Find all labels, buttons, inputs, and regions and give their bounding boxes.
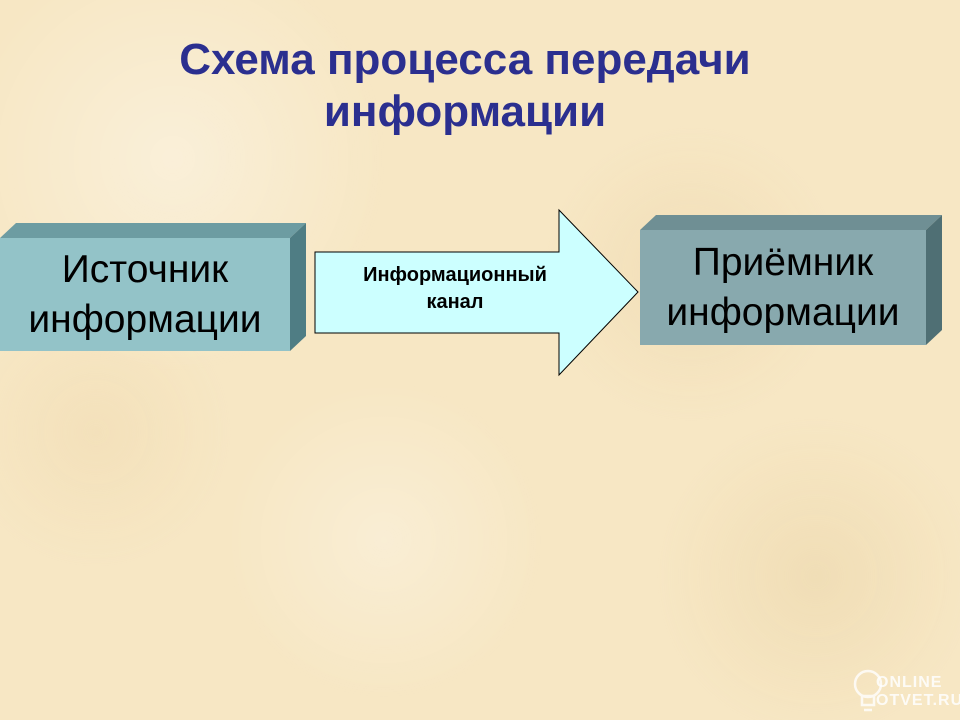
source-label: Источник информации xyxy=(0,238,290,351)
source-box-front-face xyxy=(0,238,290,351)
channel-arrow xyxy=(314,208,639,377)
source-label-line-2: информации xyxy=(28,297,262,341)
source-box-top-face xyxy=(0,223,306,238)
slide-title-line-2: информации xyxy=(323,87,607,136)
slide-title-line-1: Схема процесса передачи xyxy=(179,35,751,84)
source-box-side-face xyxy=(290,223,306,351)
receiver-label-line-2: информации xyxy=(666,290,900,334)
receiver-box-top-face xyxy=(640,215,942,230)
receiver-box xyxy=(640,215,942,345)
lightbulb-icon xyxy=(853,669,883,712)
receiver-label-line-1: Приёмник xyxy=(692,240,874,284)
watermark: ONLINE OTVET.RU xyxy=(838,668,960,714)
watermark-line-2: OTVET.RU xyxy=(876,692,960,709)
source-label-line-1: Источник xyxy=(61,247,229,291)
channel-label-line-2: канал xyxy=(426,291,484,313)
channel-label-line-1: Информационный xyxy=(363,264,547,286)
receiver-box-side-face xyxy=(926,215,942,345)
slide-title: Схема процесса передачи информации xyxy=(0,34,930,138)
channel-label: Информационный канал xyxy=(330,262,580,316)
source-box xyxy=(0,223,306,351)
receiver-label: Приёмник информации xyxy=(640,230,926,345)
watermark-line-1: ONLINE xyxy=(876,674,943,691)
receiver-box-front-face xyxy=(640,230,926,345)
